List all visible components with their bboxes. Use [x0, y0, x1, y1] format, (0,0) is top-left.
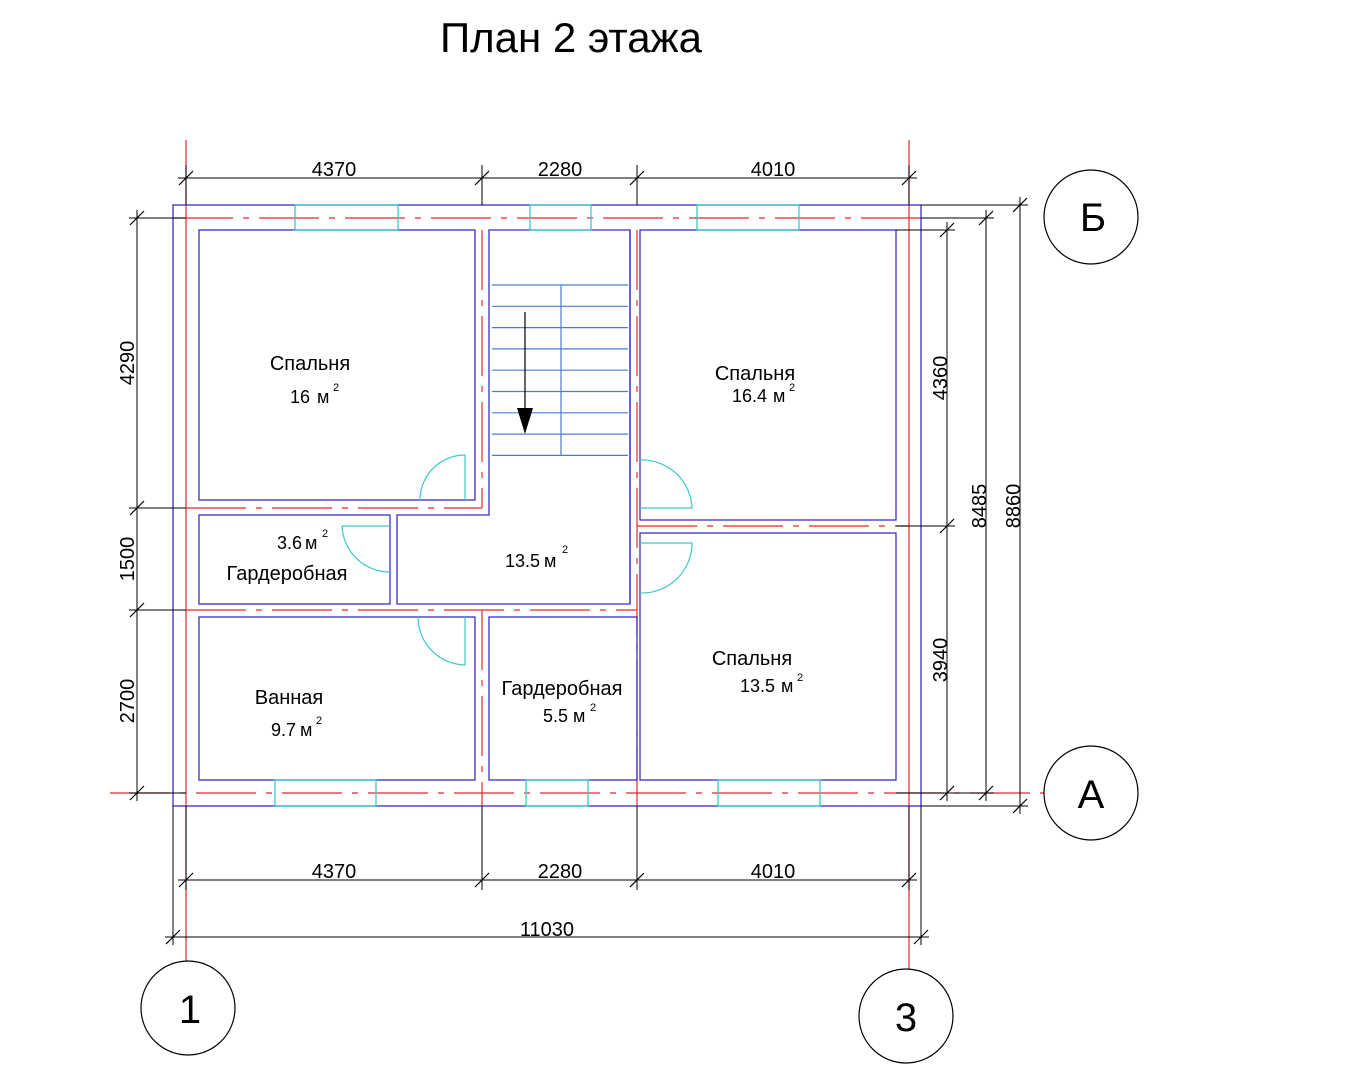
- room-name: Спальня: [712, 648, 792, 670]
- room-area: 3.6: [277, 533, 302, 553]
- window: [696, 204, 800, 231]
- door-bathroom: [417, 616, 466, 666]
- dim-right-1: 4360: [930, 356, 952, 401]
- area-unit: м: [317, 387, 329, 407]
- dim-right-total-outer: 8860: [1003, 484, 1025, 529]
- room-name: Гардеробная: [227, 563, 348, 585]
- area-sup: 2: [333, 382, 339, 394]
- dim-top-3: 4010: [751, 159, 796, 181]
- dim-bottom-2: 2280: [538, 861, 583, 883]
- room-name: Спальня: [715, 363, 795, 385]
- window: [525, 779, 589, 807]
- dim-bottom-1: 4370: [312, 861, 357, 883]
- door-bedroom-2: [639, 459, 693, 509]
- dim-left-1: 4290: [117, 341, 139, 386]
- window: [294, 204, 399, 231]
- area-sup: 2: [797, 672, 803, 684]
- area-sup: 2: [322, 528, 328, 540]
- area-sup: 2: [562, 544, 568, 556]
- area-unit: м: [305, 533, 317, 553]
- area-sup: 2: [590, 702, 596, 714]
- area-sup: 2: [789, 382, 795, 394]
- room-area: 9.7: [271, 720, 296, 740]
- axis-marker-1: 1: [140, 960, 236, 1056]
- room-hall: 13.5 м 2: [505, 544, 568, 571]
- dim-right-total-inner: 8485: [969, 484, 991, 529]
- window: [717, 779, 821, 807]
- room-area: 5.5: [543, 706, 568, 726]
- room-wardrobe-2: Гардеробная 5.5 м 2: [502, 678, 623, 726]
- dim-left-3: 2700: [117, 679, 139, 724]
- dim-right-2: 3940: [930, 638, 952, 683]
- axis-marker-b: Б: [1043, 169, 1139, 265]
- axis-marker-3: 3: [858, 968, 954, 1064]
- axis-label: Б: [1080, 196, 1106, 240]
- door-bedroom-3: [639, 542, 693, 594]
- door-bedroom-1: [419, 454, 466, 501]
- stair-arrow-icon: [517, 408, 533, 434]
- window: [529, 204, 592, 231]
- area-unit: м: [544, 551, 556, 571]
- room-bedroom-1: Спальня 16 м 2: [270, 353, 350, 407]
- axis-label: А: [1078, 773, 1105, 817]
- dim-left-2: 1500: [117, 537, 139, 582]
- plan-geometry: [110, 140, 1045, 970]
- dim-top-1: 4370: [312, 159, 357, 181]
- room-area: 16: [290, 387, 310, 407]
- wall-hall-stair: [396, 229, 631, 605]
- plan-title: План 2 этажа: [440, 14, 703, 61]
- room-area: 13.5: [740, 676, 775, 696]
- door-wardrobe-1: [341, 525, 391, 573]
- room-bathroom: Ванная 9.7 м 2: [255, 687, 324, 740]
- axis-marker-a: А: [1043, 745, 1139, 841]
- room-wardrobe-1: Гардеробная 3.6 м 2: [227, 528, 348, 585]
- area-unit: м: [300, 720, 312, 740]
- room-bedroom-3: Спальня 13.5 м 2: [712, 648, 803, 696]
- window: [274, 779, 377, 807]
- room-name: Ванная: [255, 687, 324, 709]
- area-unit: м: [781, 676, 793, 696]
- room-name: Гардеробная: [502, 678, 623, 700]
- area-unit: м: [773, 386, 785, 406]
- area-unit: м: [573, 706, 585, 726]
- wall-wardrobe-1: [198, 514, 391, 605]
- room-area: 13.5: [505, 551, 540, 571]
- room-area: 16.4: [732, 386, 767, 406]
- dimension-labels: 4370 2280 4010 4370 2280 4010 11030 4290…: [117, 159, 1025, 941]
- axis-label: 3: [895, 996, 917, 1040]
- dim-overall-width: 11030: [520, 919, 574, 941]
- room-bedroom-2: Спальня 16.4 м 2: [715, 363, 795, 406]
- axis-label: 1: [179, 988, 201, 1032]
- dim-top-2: 2280: [538, 159, 583, 181]
- dim-bottom-3: 4010: [751, 861, 796, 883]
- room-name: Спальня: [270, 353, 350, 375]
- area-sup: 2: [316, 715, 322, 727]
- wall-bathroom: [198, 616, 476, 781]
